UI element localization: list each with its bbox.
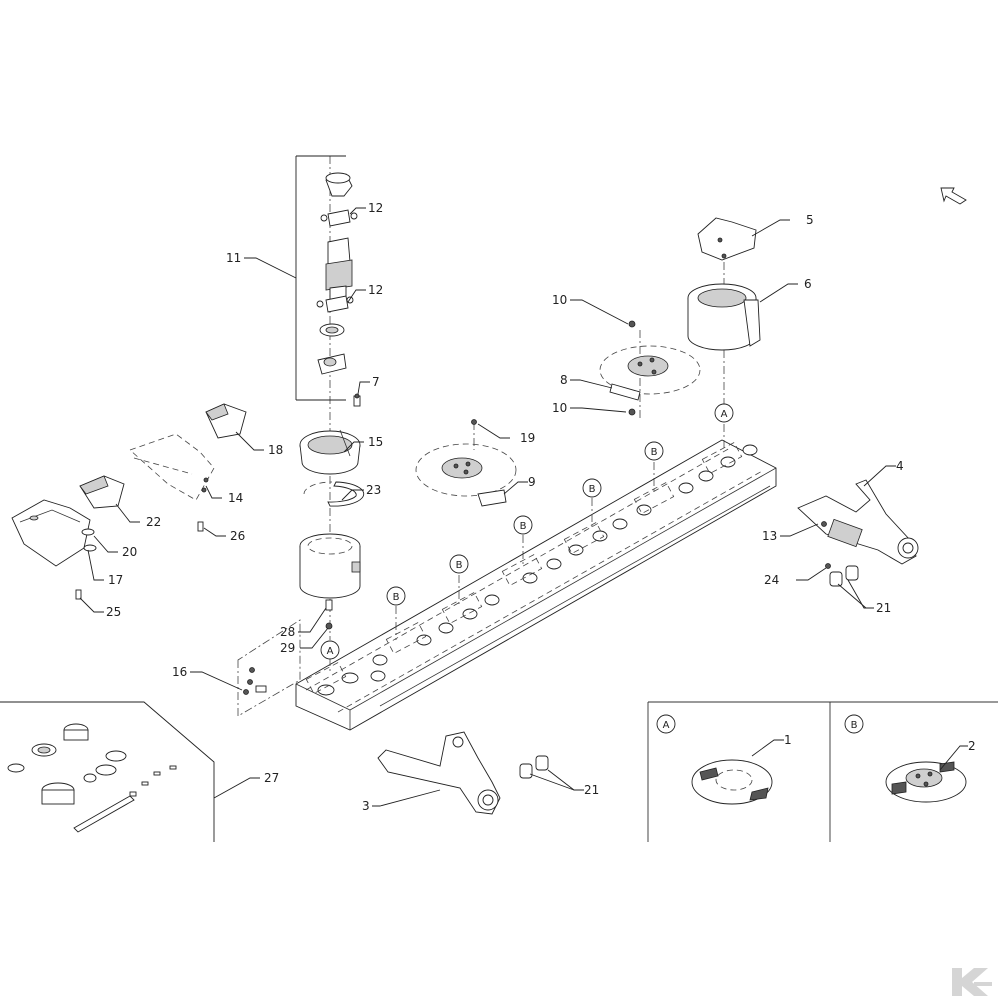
callout-10-bottom: 10 — [552, 401, 567, 415]
callout-24: 24 — [764, 573, 779, 587]
ref-circle-b: B — [386, 586, 406, 606]
svg-text:B: B — [520, 521, 527, 532]
bushings-21-right — [829, 565, 859, 587]
callout-15: 15 — [368, 435, 383, 449]
callout-12-top: 12 — [368, 201, 383, 215]
svg-text:B: B — [851, 720, 858, 731]
disc-detail-b — [885, 761, 967, 803]
callout-9: 9 — [528, 475, 536, 489]
bolt-26 — [197, 521, 204, 532]
disc-placement-outlines — [305, 441, 743, 695]
swing-arm-3 — [377, 731, 501, 815]
callout-1: 1 — [784, 733, 792, 747]
svg-text:B: B — [651, 447, 658, 458]
callout-20: 20 — [122, 545, 137, 559]
shield-22 — [79, 475, 125, 509]
ref-circles: A B B B B B A — [320, 403, 734, 660]
washer-20 — [81, 528, 97, 552]
brand-logo — [952, 968, 992, 996]
snap-ring — [303, 481, 365, 507]
callout-6: 6 — [804, 277, 812, 291]
svg-text:B: B — [589, 484, 596, 495]
ref-circle-a: A — [714, 403, 734, 423]
detail-ref-a: A — [656, 714, 676, 734]
callout-16: 16 — [172, 665, 187, 679]
hub-housing — [299, 429, 361, 475]
pin-29 — [325, 622, 333, 630]
callout-28: 28 — [280, 625, 295, 639]
detail-box: A B — [647, 701, 998, 842]
callout-29: 29 — [280, 641, 295, 655]
callout-4: 4 — [896, 459, 904, 473]
svg-text:A: A — [721, 409, 728, 420]
skid-14 — [129, 433, 215, 501]
cover-5 — [697, 217, 757, 261]
callout-25: 25 — [106, 605, 121, 619]
callout-7: 7 — [372, 375, 380, 389]
callout-leaders — [79, 207, 968, 807]
callout-18: 18 — [268, 443, 283, 457]
bolt-25 — [75, 589, 82, 600]
callout-13: 13 — [762, 529, 777, 543]
callout-labels: 1 2 3 4 5 6 7 8 9 10 10 11 12 12 13 14 1… — [106, 201, 976, 813]
svg-text:A: A — [327, 646, 334, 657]
bolt-7 — [353, 393, 361, 407]
direction-arrow-icon — [940, 187, 967, 205]
callout-5: 5 — [806, 213, 814, 227]
callout-21-lower: 21 — [584, 783, 599, 797]
driveline-assembly — [295, 155, 358, 401]
callout-17: 17 — [108, 573, 123, 587]
cutter-bar — [295, 439, 777, 731]
detail-ref-b: B — [844, 714, 864, 734]
callout-11: 11 — [226, 251, 241, 265]
ref-circle-b: B — [449, 554, 469, 574]
callout-12-bottom: 12 — [368, 283, 383, 297]
skid-17 — [11, 499, 91, 567]
disc-8-assembly — [599, 320, 701, 416]
disc-detail-a — [691, 759, 773, 805]
bolt-group-16 — [237, 619, 301, 717]
callout-8: 8 — [560, 373, 568, 387]
callout-23: 23 — [366, 483, 381, 497]
svg-text:B: B — [456, 560, 463, 571]
seal-kit-27 — [0, 701, 215, 842]
callout-27: 27 — [264, 771, 279, 785]
shield-18 — [205, 403, 247, 439]
callout-22: 22 — [146, 515, 161, 529]
gear-housing — [299, 533, 361, 599]
swing-arm-4 — [797, 479, 919, 569]
callout-26: 26 — [230, 529, 245, 543]
ref-circle-b: B — [513, 515, 533, 535]
disc-9 — [415, 419, 517, 507]
callout-10-top: 10 — [552, 293, 567, 307]
svg-text:B: B — [393, 592, 400, 603]
callout-14: 14 — [228, 491, 243, 505]
callout-19: 19 — [520, 431, 535, 445]
ref-circle-a: A — [320, 640, 340, 660]
ref-circle-b: B — [582, 478, 602, 498]
drum-6 — [687, 283, 761, 351]
callout-2: 2 — [968, 739, 976, 753]
callout-21-right: 21 — [876, 601, 891, 615]
bushings-21-lower — [519, 755, 549, 779]
svg-text:A: A — [663, 720, 670, 731]
bar-hub-rings — [317, 444, 758, 696]
ref-circle-b: B — [644, 441, 664, 461]
bolt-28 — [325, 599, 333, 611]
callout-3: 3 — [362, 799, 370, 813]
